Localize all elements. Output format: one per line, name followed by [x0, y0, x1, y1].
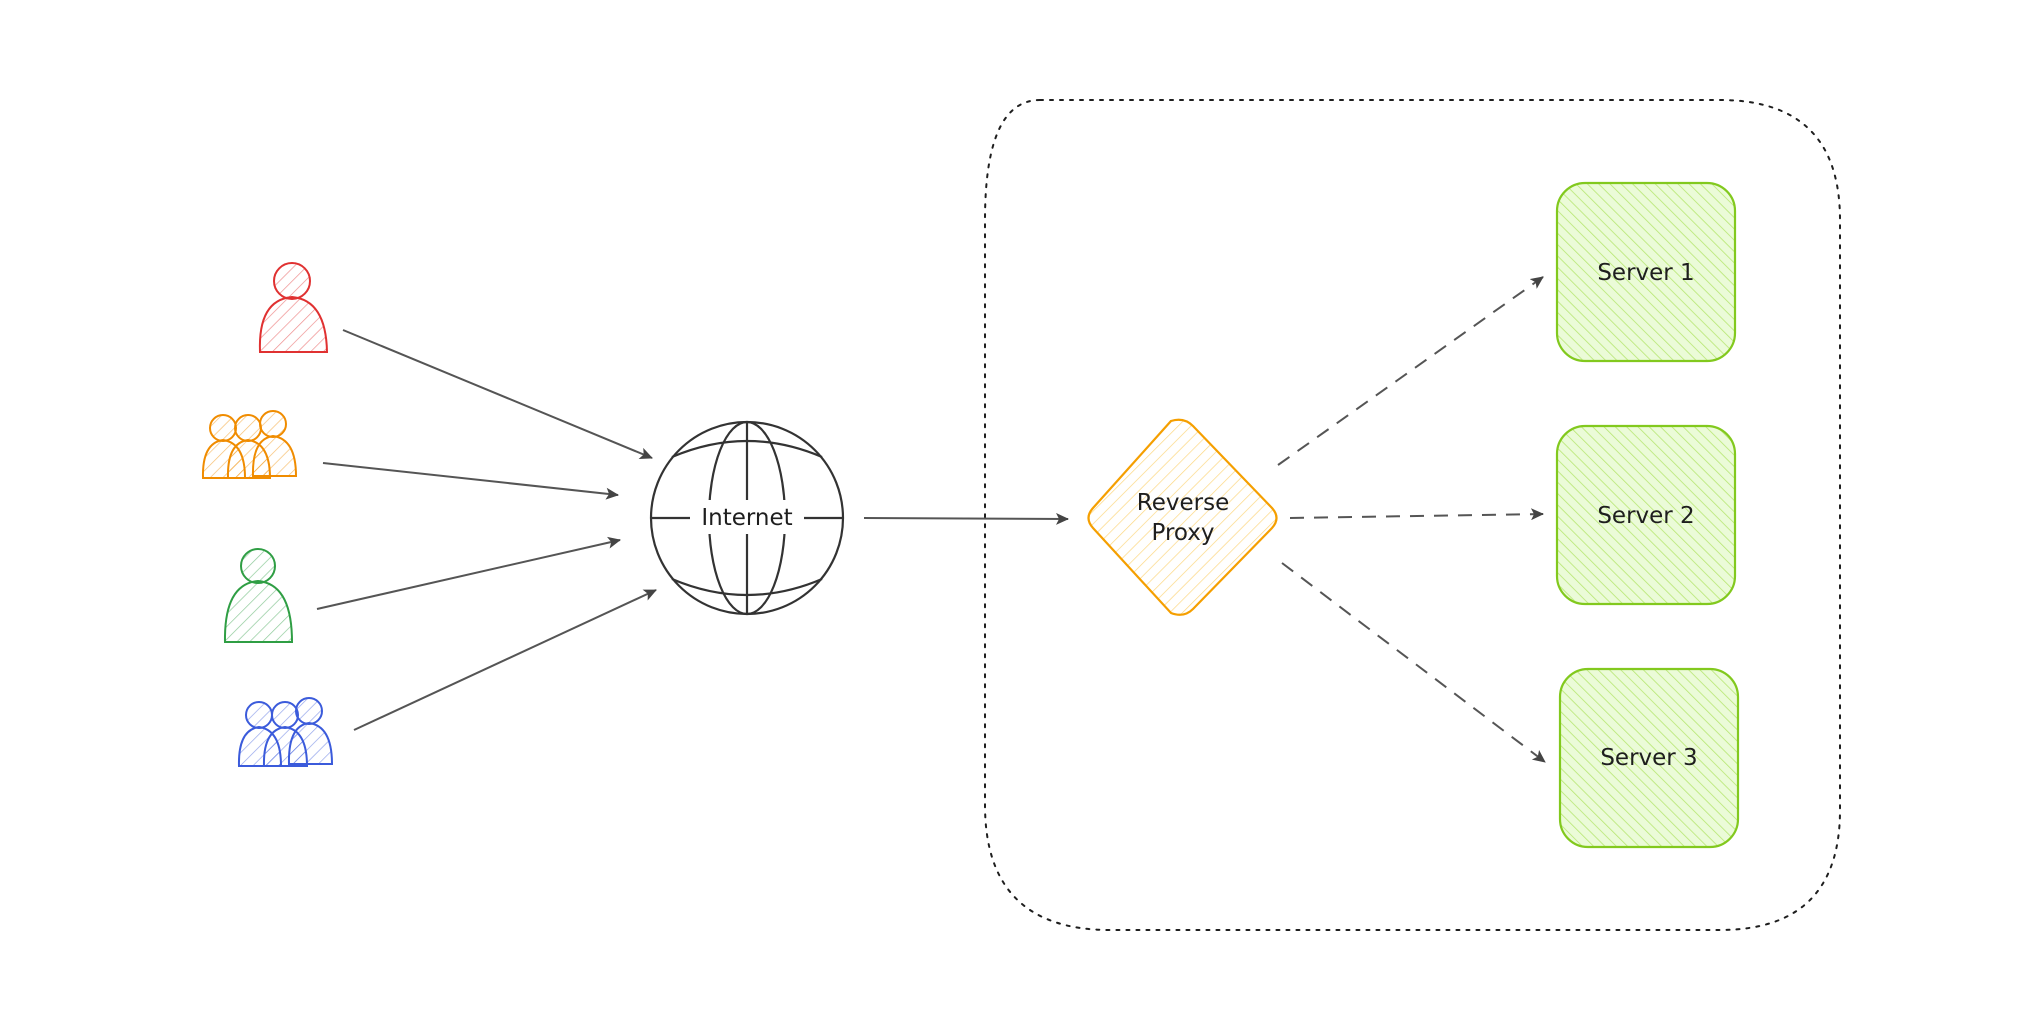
- infrastructure-boundary: [984, 99, 1841, 931]
- user-icon-red: [258, 262, 329, 353]
- user-group-icon-blue: [237, 697, 334, 767]
- arrow-blue-group-to-internet: [353, 589, 657, 731]
- user-group-icon-orange: [201, 410, 298, 479]
- internet-label-backdrop: [690, 500, 804, 534]
- arrow-internet-to-proxy: [863, 512, 1069, 525]
- arrow-red-user-to-internet: [342, 329, 653, 459]
- arrow-orange-group-to-internet: [322, 462, 619, 500]
- reverse-proxy-label-line2: Proxy: [1151, 520, 1214, 546]
- server-3-label: Server 3: [1600, 745, 1697, 771]
- arrow-green-user-to-internet: [316, 536, 621, 610]
- server-node-1: Server 1: [1555, 181, 1737, 363]
- internet-label: Internet: [701, 505, 792, 531]
- server-node-3: Server 3: [1558, 667, 1740, 849]
- reverse-proxy-label-line1: Reverse: [1137, 490, 1229, 516]
- server-2-label: Server 2: [1597, 503, 1694, 529]
- server-1-label: Server 1: [1597, 260, 1694, 286]
- arrow-proxy-to-server-1: [1277, 276, 1544, 466]
- arrow-proxy-to-server-2: [1289, 508, 1544, 521]
- reverse-proxy-node: [1087, 418, 1278, 616]
- arrow-proxy-to-server-3: [1281, 562, 1546, 763]
- server-node-2: Server 2: [1555, 424, 1737, 606]
- user-icon-green: [223, 548, 294, 643]
